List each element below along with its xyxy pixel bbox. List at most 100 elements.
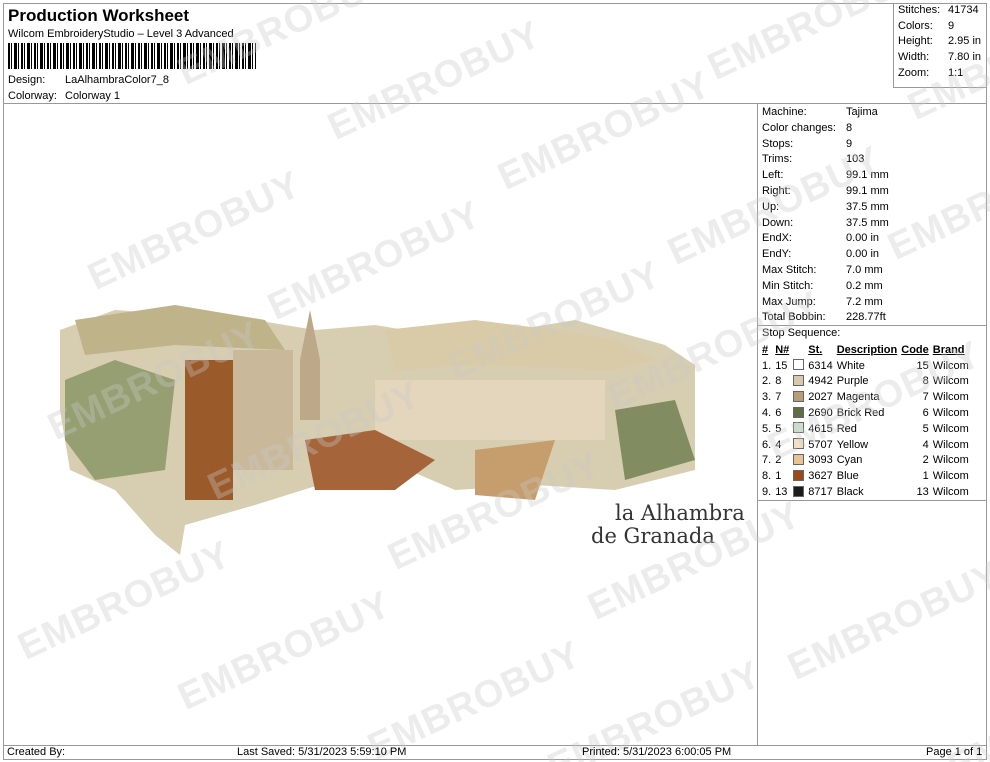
machine-label: Down: [762,216,794,229]
stop-needle: 2 [775,454,782,467]
col-needle: N# [775,343,790,356]
machine-value: 228.77ft [846,311,886,324]
stat-row: Height:2.95 in [894,35,986,51]
stop-code: 6 [922,407,929,420]
machine-label: Right: [762,184,791,197]
stop-code: 15 [916,359,929,372]
machine-row: Right: 99.1 mm [762,185,982,201]
trees [65,360,175,480]
embroidery-design-preview: la Alhambra de Granada [60,305,745,555]
stop-code: 1 [922,470,929,483]
machine-value: 37.5 mm [846,216,889,229]
page-border [3,3,987,760]
machine-value: Tajima [846,106,878,118]
stat-value: 2.95 in [948,35,982,48]
stat-value: 1:1 [948,66,964,79]
machine-row: Stops:9 [762,138,982,154]
stat-label: Width: [898,51,930,64]
stop-brand: Wilcom [932,391,969,404]
stop-stitches: 4615 [808,422,833,435]
stop-description: Black [836,486,864,499]
color-swatch [793,359,805,371]
stat-label: Stitches: [898,4,941,16]
stat-label: Colors: [898,19,933,32]
footer-divider [3,745,987,746]
machine-row: Trims:103 [762,153,982,169]
machine-label: Color changes: [762,121,836,134]
stop-description: Brick Red [836,407,885,420]
sidebar-divider [757,103,758,745]
colorway-name: Colorway 1 [65,90,121,102]
stop-needle: 1 [775,470,782,483]
stop-stitches: 2027 [808,391,833,404]
stop-code: 7 [922,391,929,404]
stop-code: 13 [916,486,929,499]
machine-value: 103 [846,153,865,166]
machine-row: EndY:0.00 in [762,248,982,264]
stop-index: 5. [762,422,772,435]
stat-label: Zoom: [898,66,930,79]
software-subtitle: Wilcom EmbroideryStudio – Level 3 Advanc… [8,28,234,40]
design-text-line2: de Granada [591,524,715,548]
building [233,350,293,470]
stat-row: Zoom: 1:1 [894,67,986,83]
col-description: Description [836,343,898,356]
machine-label: Total Bobbin: [762,311,826,324]
machine-value: 7.2 mm [846,295,883,308]
col-index: # [762,343,769,356]
stop-description: Yellow [836,438,869,451]
stop-needle: 4 [775,438,782,451]
stop-sequence-title: Stop Sequence: [762,327,841,339]
tower [185,360,233,500]
machine-label: Max Jump: [762,295,816,308]
stat-row: Width:7.80 in [894,51,986,67]
stop-code: 2 [922,454,929,467]
header-divider [3,103,987,104]
machine-label: Left: [762,169,784,182]
stop-stitches: 8717 [808,486,833,499]
rooftops [305,430,435,490]
machine-value: 99.1 mm [846,184,889,197]
stop-brand: Wilcom [932,438,969,451]
page-number: Page 1 of 1 [926,746,983,758]
machine-label: Machine: [762,106,807,118]
machine-row: Total Bobbin: 228.77ft [762,311,982,327]
machine-value: 37.5 mm [846,200,889,213]
stop-description: White [836,359,865,372]
stop-stitches: 5707 [808,438,833,451]
machine-label: EndY: [762,248,792,261]
machine-row: Left:99.1 mm [762,169,982,185]
design-text-line1: la Alhambra [615,501,745,525]
stop-brand: Wilcom [932,470,969,483]
color-swatch [793,406,805,418]
stop-code: 5 [922,422,929,435]
col-stitches: St. [808,343,823,356]
bell-tower [300,310,320,420]
machine-row: Up:37.5 mm [762,201,982,217]
stop-stitches: 6314 [808,359,833,372]
machine-row: Min Stitch:0.2 mm [762,280,982,296]
stat-row: Stitches: 41734 [894,4,986,20]
trees-right [615,400,695,480]
stop-needle: 8 [775,375,782,388]
machine-label: EndX: [762,232,792,245]
machine-label: Min Stitch: [762,279,814,292]
machine-value: 0.00 in [846,232,880,245]
machine-row: Max Jump: 7.2 mm [762,296,982,312]
last-saved: Last Saved: 5/31/2023 5:59:10 PM [237,746,407,758]
printed-date: Printed: 5/31/2023 6:00:05 PM [582,746,732,758]
stop-brand: Wilcom [932,422,969,435]
stat-value: 41734 [948,4,979,16]
design-label: Design: [8,74,46,86]
machine-row: Machine: Tajima [762,106,982,122]
hill [75,305,285,355]
stat-row: Colors:9 [894,20,986,36]
